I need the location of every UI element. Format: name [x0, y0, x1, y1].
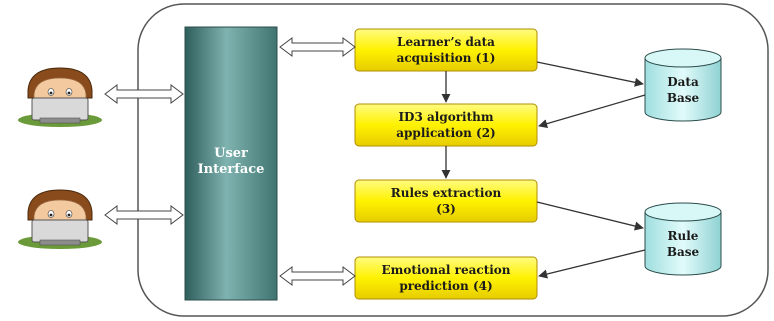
database-1-line2: Base — [667, 91, 700, 105]
step-2-line2: application (2) — [396, 126, 495, 140]
database-cylinder-data-base: Data Base — [644, 48, 722, 122]
user-interface-panel: User Interface — [184, 26, 278, 301]
learner-at-computer-icon — [18, 189, 102, 249]
user-interface-label-line2: Interface — [198, 162, 265, 177]
step-3-line2: (3) — [436, 202, 456, 216]
arrow-database-to-step2 — [538, 94, 646, 129]
step-3-line1: Rules extraction — [391, 186, 502, 200]
flow-arrows — [441, 61, 646, 279]
step-box-id3-application: ID3 algorithm application (2) — [354, 103, 538, 147]
database-cylinder-rule-base: Rule Base — [644, 202, 722, 276]
database-2-line1: Rule — [668, 229, 699, 243]
double-arrow-user2-ui — [104, 205, 184, 225]
step-1-line2: acquisition (1) — [397, 51, 496, 65]
step-2-line1: ID3 algorithm — [398, 110, 493, 124]
double-arrow-ui-step4 — [279, 266, 356, 286]
database-2-line2: Base — [667, 245, 700, 259]
step-1-line1: Learner’s data — [397, 35, 495, 49]
database-1-line1: Data — [667, 75, 699, 89]
arrow-step1-to-database — [536, 61, 644, 87]
step-box-rules-extraction: Rules extraction (3) — [354, 179, 538, 223]
learner-at-computer-icon — [18, 67, 102, 127]
user-interface-label-line1: User — [214, 146, 248, 161]
step-box-data-acquisition: Learner’s data acquisition (1) — [354, 28, 538, 72]
arrow-rulebase-to-step4 — [538, 249, 646, 279]
step-4-line2: prediction (4) — [399, 279, 492, 293]
system-boundary — [137, 3, 769, 317]
step-box-emotional-prediction: Emotional reaction prediction (4) — [354, 256, 538, 300]
arrow-step3-to-rulebase — [536, 201, 644, 231]
double-arrow-user1-ui — [104, 84, 184, 104]
double-arrow-ui-step1 — [279, 37, 356, 57]
step-4-line1: Emotional reaction — [381, 263, 510, 277]
